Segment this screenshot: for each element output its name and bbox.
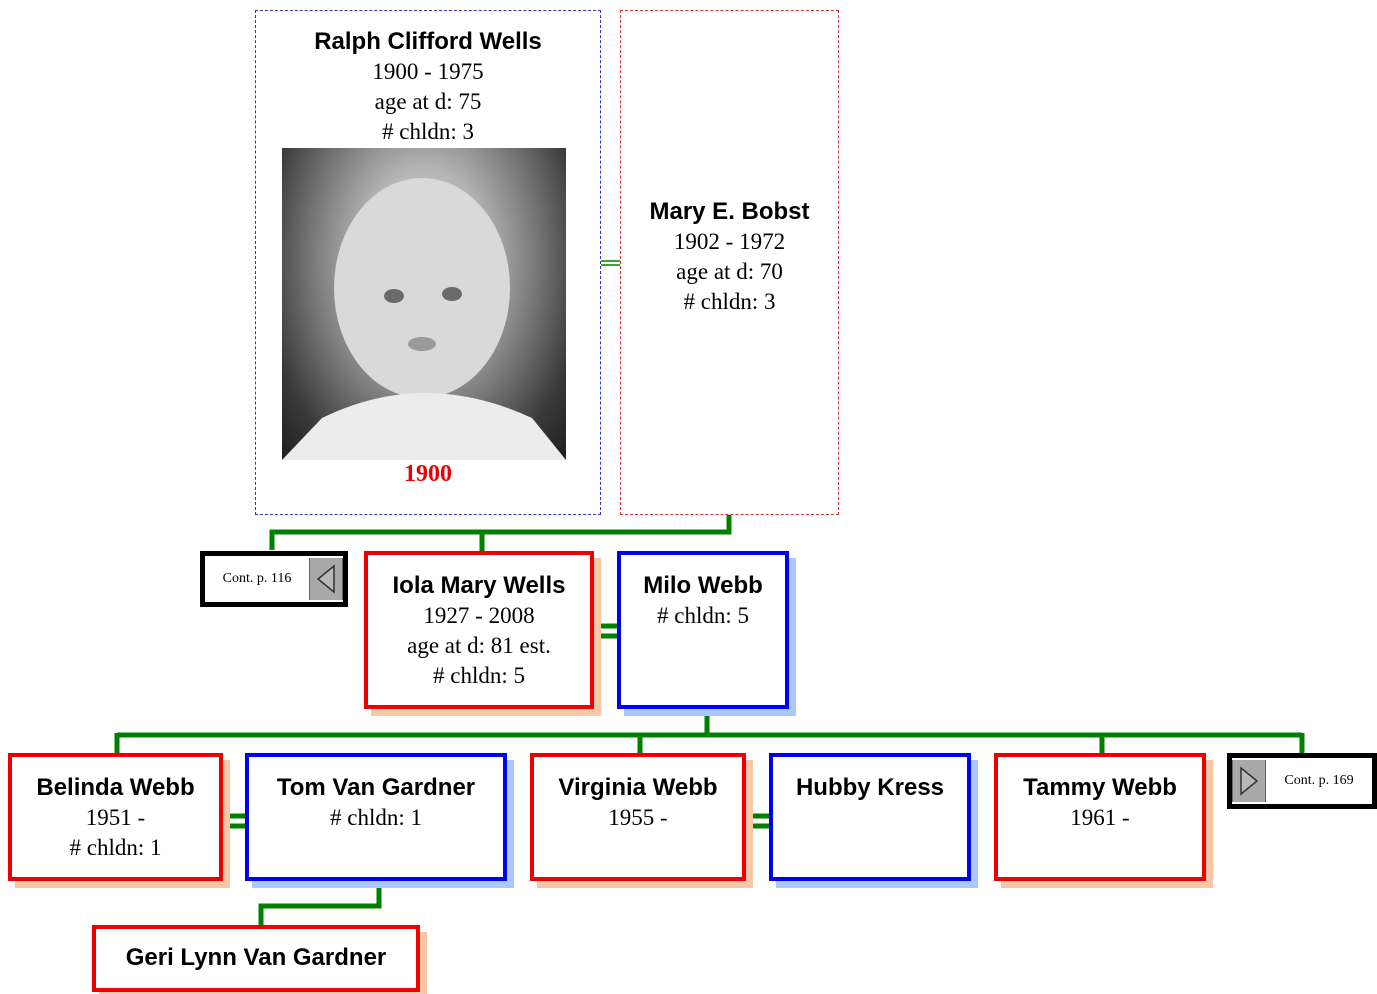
person-children-count: # chldn: 5 — [433, 663, 525, 688]
person-name: Tammy Webb — [1023, 774, 1177, 801]
person-photo — [282, 148, 566, 460]
person-card-mary-e-bobst[interactable]: Mary E. Bobst 1902 - 1972 age at d: 70 #… — [620, 10, 839, 515]
person-name: Belinda Webb — [36, 774, 195, 801]
person-children-count: # chldn: 3 — [382, 119, 474, 144]
person-age: age at d: 75 — [374, 89, 482, 114]
person-dates: 1902 - 1972 — [673, 229, 786, 254]
person-name: Ralph Clifford Wells — [314, 28, 542, 55]
person-card-hubby-kress[interactable]: Hubby Kress — [769, 753, 971, 881]
person-name: Hubby Kress — [795, 774, 945, 801]
person-card-tom-van-gardner[interactable]: Tom Van Gardner # chldn: 1 — [245, 753, 507, 881]
person-dates: 1961 - — [1070, 805, 1130, 830]
person-dates: 1900 - 1975 — [372, 59, 484, 84]
arrow-right-icon[interactable] — [1232, 760, 1266, 802]
person-card-ralph-clifford-wells[interactable]: Ralph Clifford Wells 1900 - 1975 age at … — [255, 10, 601, 515]
person-card-tammy-webb[interactable]: Tammy Webb 1961 - — [994, 753, 1206, 881]
person-name: Milo Webb — [643, 572, 763, 599]
person-card-belinda-webb[interactable]: Belinda Webb 1951 - # chldn: 1 — [8, 753, 223, 881]
arrow-left-icon[interactable] — [309, 558, 343, 600]
person-children-count: # chldn: 1 — [330, 805, 422, 830]
person-name: Iola Mary Wells — [392, 572, 566, 599]
person-card-virginia-webb[interactable]: Virginia Webb 1955 - — [530, 753, 746, 881]
person-dates: 1927 - 2008 — [423, 603, 535, 628]
person-children-count: # chldn: 5 — [657, 603, 749, 628]
person-dates: 1955 - — [608, 805, 668, 830]
person-name: Mary E. Bobst — [649, 198, 810, 225]
continuation-link-left[interactable]: Cont. p. 116 — [200, 551, 348, 607]
baby-portrait-icon — [282, 178, 566, 460]
continuation-label: Cont. p. 116 — [222, 571, 292, 586]
person-name: Geri Lynn Van Gardner — [125, 944, 387, 971]
person-card-milo-webb[interactable]: Milo Webb # chldn: 5 — [617, 551, 789, 709]
photo-year: 1900 — [404, 461, 452, 487]
continuation-label: Cont. p. 169 — [1284, 773, 1354, 788]
person-card-geri-lynn-van-gardner[interactable]: Geri Lynn Van Gardner — [92, 925, 420, 992]
person-name: Tom Van Gardner — [276, 774, 476, 801]
person-dates: 1951 - — [85, 805, 146, 830]
person-children-count: # chldn: 1 — [69, 835, 162, 860]
person-card-iola-mary-wells[interactable]: Iola Mary Wells 1927 - 2008 age at d: 81… — [364, 551, 594, 709]
person-age: age at d: 81 est. — [407, 633, 551, 658]
person-age: age at d: 70 — [676, 259, 783, 284]
person-name: Virginia Webb — [558, 774, 718, 801]
person-children-count: # chldn: 3 — [683, 289, 776, 314]
continuation-link-right[interactable]: Cont. p. 169 — [1227, 753, 1377, 809]
